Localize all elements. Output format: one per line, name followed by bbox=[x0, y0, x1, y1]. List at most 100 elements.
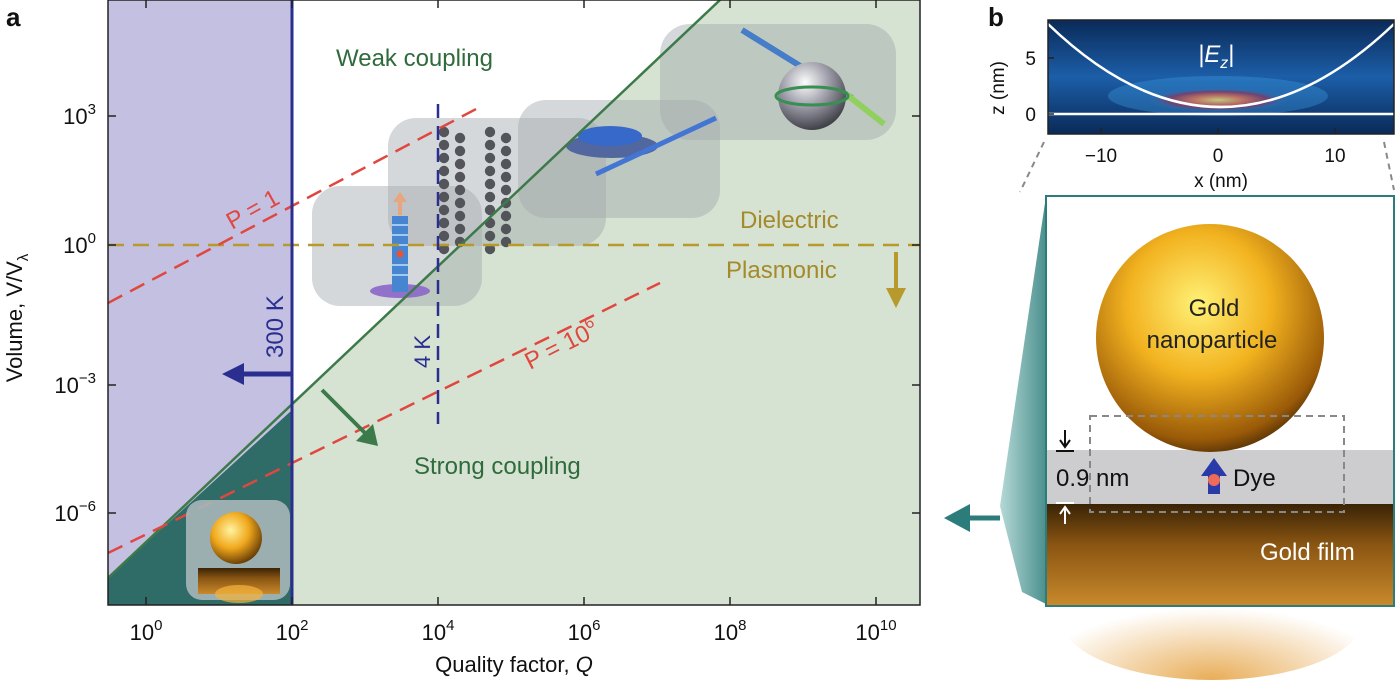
y-tick-exp: −6 bbox=[79, 498, 96, 515]
pc-hole bbox=[438, 243, 450, 255]
pc-hole bbox=[454, 223, 466, 235]
pc-hole bbox=[500, 171, 512, 183]
x-tick-base: 10 bbox=[422, 620, 446, 645]
field-map: |Ez| bbox=[1047, 19, 1395, 135]
microsphere-icon bbox=[778, 62, 846, 130]
x-tick-base: 10 bbox=[855, 620, 879, 645]
microdisk-card bbox=[518, 100, 720, 218]
pc-hole bbox=[438, 204, 450, 216]
strong-coupling-arrow-icon bbox=[320, 388, 378, 446]
pc-hole bbox=[438, 191, 450, 203]
field-x-axis-title: x (nm) bbox=[1194, 171, 1248, 192]
plot-frame bbox=[107, 0, 921, 606]
y-tick-base: 10 bbox=[63, 104, 87, 129]
photonic-crystal-icon bbox=[438, 126, 512, 255]
gold-nanoparticle bbox=[1096, 224, 1324, 452]
zoom-fan bbox=[1000, 196, 1046, 604]
pc-hole bbox=[438, 139, 450, 151]
x-tick-base: 10 bbox=[130, 620, 154, 645]
pc-hole bbox=[500, 184, 512, 196]
field-label: |Ez| bbox=[1198, 41, 1234, 72]
field-hotspot bbox=[1148, 88, 1288, 112]
gold-film-label: Gold film bbox=[1260, 539, 1355, 566]
y-axis-title: Volume, V/Vλ bbox=[2, 253, 32, 382]
dye-label: Dye bbox=[1233, 465, 1276, 492]
pc-hole bbox=[500, 158, 512, 170]
dielectric-label: Dielectric bbox=[740, 207, 839, 234]
pc-hole bbox=[484, 178, 496, 190]
y-tick-base: 10 bbox=[63, 233, 87, 258]
panel-b: b |Ez| 5 0 −10 0 10 x (nm) z (nm) bbox=[944, 2, 1395, 680]
y-tick-label: 103 bbox=[63, 101, 96, 129]
microdisk-waveguide-icon bbox=[594, 115, 718, 177]
zoom-arrow-icon bbox=[944, 504, 1000, 532]
pc-hole bbox=[500, 223, 512, 235]
field-x-tick-10: 10 bbox=[1324, 146, 1345, 167]
microdisk-icon bbox=[578, 126, 642, 146]
gap-marker-icon bbox=[1056, 430, 1074, 524]
x-tick-label: 106 bbox=[568, 617, 601, 645]
y-tick-base: 10 bbox=[54, 501, 78, 526]
zoom-connector-left bbox=[1019, 141, 1045, 193]
pc-hole bbox=[438, 152, 450, 164]
pc-hole bbox=[454, 210, 466, 222]
pc-hole bbox=[484, 139, 496, 151]
microsphere-mode-icon bbox=[774, 85, 850, 107]
pc-hole bbox=[454, 184, 466, 196]
panel-a: a bbox=[2, 0, 921, 677]
pc-hole bbox=[454, 171, 466, 183]
x-tick-exp: 8 bbox=[738, 617, 746, 634]
x-tick-label: 100 bbox=[130, 617, 163, 645]
pc-hole bbox=[484, 165, 496, 177]
x-tick-label: 1010 bbox=[855, 617, 896, 645]
panel-a-label: a bbox=[6, 2, 21, 32]
y-tick-exp: 3 bbox=[88, 101, 96, 118]
x-tick-base: 10 bbox=[568, 620, 592, 645]
y-tick-base: 10 bbox=[54, 373, 78, 398]
pc-hole bbox=[454, 145, 466, 157]
cavity-icons bbox=[312, 24, 896, 306]
x-tick-label: 104 bbox=[422, 617, 455, 645]
coupling-boundary-line bbox=[108, 0, 721, 579]
pc-hole bbox=[454, 197, 466, 209]
field-label-close: | bbox=[1228, 41, 1234, 68]
y-axis-title-sub: λ bbox=[15, 253, 32, 261]
x-tick-exp: 0 bbox=[154, 617, 162, 634]
x-tick-exp: 4 bbox=[446, 617, 454, 634]
weak-coupling-label: Weak coupling bbox=[336, 45, 493, 72]
pc-hole bbox=[454, 132, 466, 144]
microsphere-card bbox=[660, 24, 896, 140]
pc-hole bbox=[484, 152, 496, 164]
zoom-connector-right bbox=[1383, 141, 1395, 191]
pc-hole bbox=[484, 243, 496, 255]
x-tick-exp: 6 bbox=[592, 617, 600, 634]
panel-b-label: b bbox=[988, 2, 1004, 32]
nanogap-particle-icon bbox=[210, 512, 262, 564]
x-tick-exp: 2 bbox=[300, 617, 308, 634]
field-z-tick-5: 5 bbox=[1025, 49, 1036, 70]
field-x-tick-m10: −10 bbox=[1085, 146, 1117, 167]
pc-hole bbox=[500, 145, 512, 157]
pc-hole bbox=[454, 158, 466, 170]
field-z-axis-title: z (nm) bbox=[988, 61, 1009, 115]
pc-hole bbox=[438, 217, 450, 229]
pc-hole bbox=[484, 204, 496, 216]
pc-hole bbox=[484, 126, 496, 138]
pc-hole bbox=[500, 132, 512, 144]
y-tick-label: 10−3 bbox=[54, 370, 96, 398]
plasmonic-arrow-icon bbox=[886, 252, 906, 308]
plasmonic-label: Plasmonic bbox=[726, 257, 837, 284]
zoom-region-box bbox=[1089, 415, 1345, 513]
particle-label-line2: nanoparticle bbox=[1147, 327, 1278, 354]
axis-ticks bbox=[108, 0, 920, 605]
x-tick-label: 108 bbox=[714, 617, 747, 645]
pc-hole bbox=[438, 126, 450, 138]
x-axis-title-var: Q bbox=[576, 652, 593, 677]
field-x-tick-0: 0 bbox=[1213, 146, 1224, 167]
field-map-axes bbox=[1048, 57, 1336, 134]
field-label-open: |E bbox=[1198, 41, 1221, 68]
x-tick-exp: 10 bbox=[880, 617, 897, 634]
room-temp-arrow-icon bbox=[222, 363, 292, 385]
